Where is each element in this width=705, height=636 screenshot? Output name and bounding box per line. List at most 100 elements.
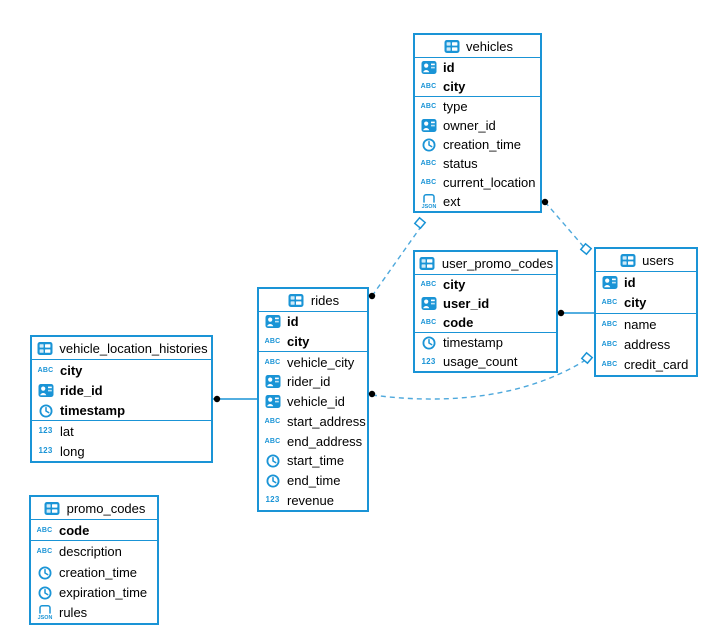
field-row-code[interactable]: ABC code xyxy=(31,520,157,540)
text-type-icon: ABC xyxy=(419,179,438,186)
field-row-city[interactable]: ABC city xyxy=(415,77,540,96)
relation-line-vehicles-users[interactable] xyxy=(544,201,584,247)
field-name: expiration_time xyxy=(59,584,148,600)
text-type-icon: ABC xyxy=(600,299,619,306)
field-row-vehicle_id[interactable]: vehicle_id xyxy=(259,392,367,412)
field-row-user_id[interactable]: user_id xyxy=(415,294,556,313)
relation-endpoint-dot xyxy=(368,390,376,398)
json-icon-label: JSON xyxy=(37,615,52,620)
field-row-ride_id[interactable]: ride_id xyxy=(32,380,211,400)
type-icon-label: ABC xyxy=(37,366,54,374)
text-type-icon: ABC xyxy=(600,361,619,368)
table-header[interactable]: promo_codes xyxy=(31,497,157,520)
text-type-icon: ABC xyxy=(419,83,438,90)
field-row-owner_id[interactable]: owner_id xyxy=(415,116,540,135)
table-header[interactable]: rides xyxy=(259,289,367,312)
field-name: code xyxy=(443,315,474,330)
field-row-city[interactable]: ABC city xyxy=(32,360,211,380)
field-name: city xyxy=(624,295,647,311)
field-row-end_time[interactable]: end_time xyxy=(259,471,367,491)
id-type-icon xyxy=(419,296,438,311)
field-name: user_id xyxy=(443,296,490,311)
type-icon-label: ABC xyxy=(420,179,437,186)
field-name: type xyxy=(443,99,468,114)
type-icon-label: ABC xyxy=(601,340,618,348)
field-row-city[interactable]: ABC city xyxy=(596,292,696,312)
table-header[interactable]: users xyxy=(596,249,696,272)
text-type-icon: ABC xyxy=(35,527,54,534)
table-icon xyxy=(35,341,54,356)
table-title: user_promo_codes xyxy=(441,255,554,271)
field-row-timestamp[interactable]: timestamp xyxy=(32,400,211,420)
timestamp-type-icon xyxy=(35,585,54,600)
field-row-id[interactable]: id xyxy=(596,272,696,292)
relation-endpoint-dot xyxy=(213,395,221,403)
table-header[interactable]: vehicle_location_histories xyxy=(32,337,211,360)
table-title: vehicle_location_histories xyxy=(59,340,208,356)
field-name: current_location xyxy=(443,175,536,190)
field-row-code[interactable]: ABC code xyxy=(415,313,556,332)
field-row-address[interactable]: ABC address xyxy=(596,334,696,354)
type-icon-label: 123 xyxy=(421,356,436,366)
text-type-icon: ABC xyxy=(36,367,55,374)
table-header[interactable]: vehicles xyxy=(415,35,540,58)
field-name: id xyxy=(443,60,455,75)
field-name: address xyxy=(624,336,671,352)
field-name: id xyxy=(287,314,299,330)
table-title: rides xyxy=(310,292,340,308)
field-row-rider_id[interactable]: rider_id xyxy=(259,372,367,392)
field-name: code xyxy=(59,522,90,538)
table-icon xyxy=(43,501,62,516)
table-title: vehicles xyxy=(466,38,513,54)
field-name: city xyxy=(443,79,466,94)
field-name: name xyxy=(624,316,657,332)
type-icon-label: 123 xyxy=(38,446,53,455)
relation-endpoint-dot xyxy=(557,309,565,317)
field-name: lat xyxy=(60,423,74,439)
field-row-expiration_time[interactable]: expiration_time xyxy=(31,582,157,602)
field-row-start_time[interactable]: start_time xyxy=(259,451,367,471)
field-row-id[interactable]: id xyxy=(415,58,540,77)
type-icon-label: ABC xyxy=(601,361,618,369)
type-icon-label: ABC xyxy=(420,319,437,326)
field-row-creation_time[interactable]: creation_time xyxy=(415,135,540,154)
field-name: city xyxy=(60,362,83,378)
field-row-timestamp[interactable]: timestamp xyxy=(415,333,556,352)
field-row-id[interactable]: id xyxy=(259,312,367,332)
type-icon-label: ABC xyxy=(420,83,437,90)
field-name: start_address xyxy=(287,413,366,429)
field-row-current_location[interactable]: ABC current_location xyxy=(415,173,540,192)
field-row-creation_time[interactable]: creation_time xyxy=(31,562,157,582)
table-header[interactable]: user_promo_codes xyxy=(415,252,556,275)
table-title: promo_codes xyxy=(66,500,146,516)
id-type-icon xyxy=(263,314,282,329)
text-type-icon: ABC xyxy=(419,319,438,326)
text-type-icon: ABC xyxy=(419,103,438,110)
field-row-type[interactable]: ABC type xyxy=(415,97,540,116)
